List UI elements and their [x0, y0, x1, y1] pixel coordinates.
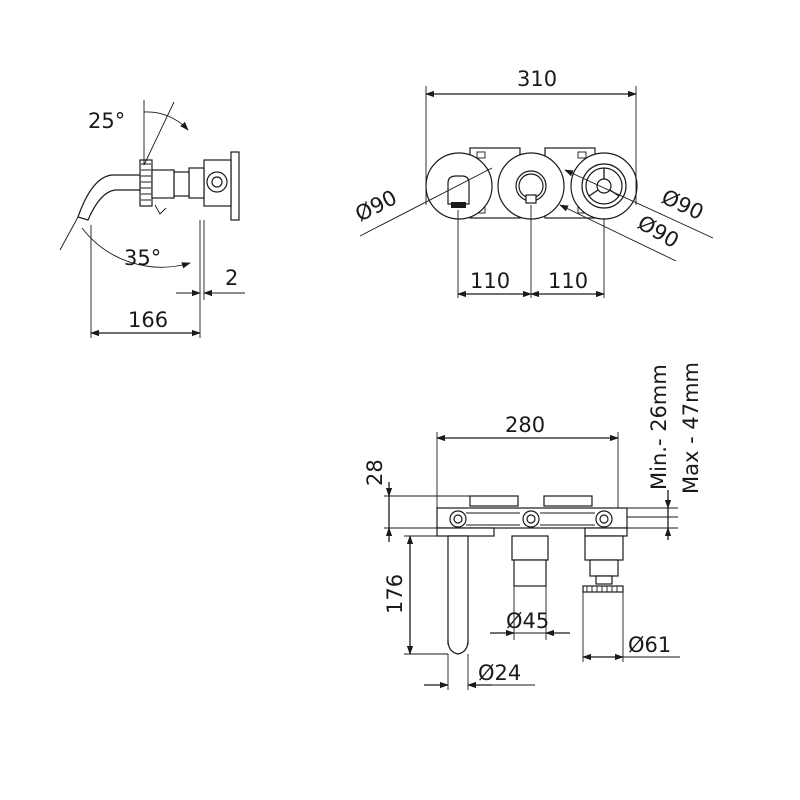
spout [77, 174, 141, 221]
center-body [511, 535, 549, 561]
dia-left-label: Ø90 [351, 185, 400, 226]
dia-right-bottom-label: Ø90 [634, 211, 683, 253]
wall-max-label: Max - 47mm [679, 362, 703, 494]
depth-dim-label: 166 [128, 308, 168, 332]
side-view: 25° 35° 2 166 [59, 100, 245, 338]
handle-ring [139, 159, 153, 207]
front-width-label: 310 [517, 67, 557, 91]
bottom-width-label: 280 [505, 413, 545, 437]
wall-plate [230, 151, 240, 221]
dia-body-label: Ø45 [506, 609, 549, 633]
spout-tube [447, 535, 469, 645]
dia-spout-label: Ø24 [478, 661, 521, 685]
dia-right-top-label: Ø90 [658, 185, 707, 225]
angle-top-label: 25° [88, 109, 125, 133]
handle-body [584, 535, 624, 561]
handle-knurl [582, 585, 624, 593]
plate-dim-label: 2 [225, 266, 238, 290]
height-dim-label: 28 [363, 459, 387, 486]
angle-bottom-label: 35° [124, 246, 161, 270]
dia-handle-label: Ø61 [628, 633, 671, 657]
wall-min-label: Min.- 26mm [647, 364, 671, 490]
spacing-left-label: 110 [470, 269, 510, 293]
front-view: 310 Ø90 Ø90 Ø90 110 110 [351, 67, 714, 298]
spacing-right-label: 110 [548, 269, 588, 293]
spout-length-label: 176 [383, 574, 407, 614]
bottom-view: 280 28 Min.- 26mm Max - 47mm 176 Ø45 Ø61… [363, 362, 703, 690]
